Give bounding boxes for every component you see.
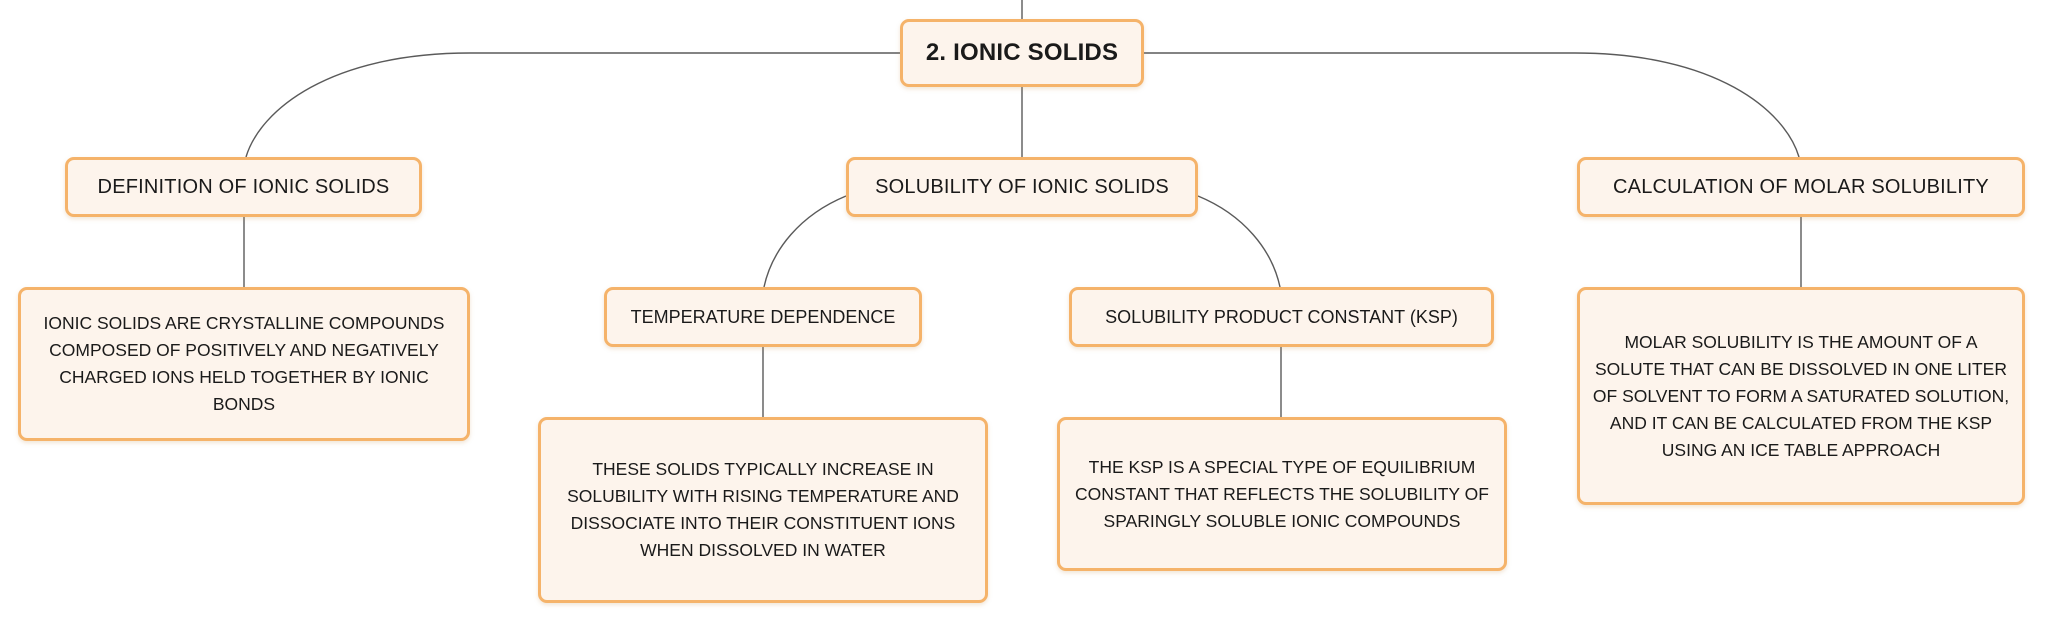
connector-solubility-to-ksp [1197,195,1281,288]
subtopic-temperature-label: TEMPERATURE DEPENDENCE [630,306,896,327]
topic-molar-label: CALCULATION OF MOLAR SOLUBILITY [1613,175,1989,198]
note-temperature-text: THESE SOLIDS TYPICALLY INCREASE IN SOLUB… [567,459,959,560]
note-molar-text: MOLAR SOLUBILITY IS THE AMOUNT OF A SOLU… [1592,331,2010,460]
subtopic-ksp-label: SOLUBILITY PRODUCT CONSTANT (KSP) [1105,306,1458,327]
topic-definition-label: DEFINITION OF IONIC SOLIDS [97,175,390,198]
note-temperature-dependence[interactable]: THESE SOLIDS TYPICALLY INCREASE IN SOLUB… [538,417,988,603]
subtopic-ksp[interactable]: SOLUBILITY PRODUCT CONSTANT (KSP) [1069,287,1494,347]
connector-solubility-to-temperature [763,195,847,288]
subtopic-temperature-dependence[interactable]: TEMPERATURE DEPENDENCE [604,287,922,347]
note-ksp-text: THE KSP IS A SPECIAL TYPE OF EQUILIBRIUM… [1075,456,1489,531]
topic-solubility[interactable]: SOLUBILITY OF IONIC SOLIDS [846,157,1198,217]
topic-solubility-label: SOLUBILITY OF IONIC SOLIDS [875,175,1169,198]
root-title: 2. IONIC SOLIDS [925,39,1119,66]
note-ksp[interactable]: THE KSP IS A SPECIAL TYPE OF EQUILIBRIUM… [1057,417,1507,571]
note-definition[interactable]: IONIC SOLIDS ARE CRYSTALLINE COMPOUNDS C… [18,287,470,441]
topic-definition[interactable]: DEFINITION OF IONIC SOLIDS [65,157,422,217]
note-definition-text: IONIC SOLIDS ARE CRYSTALLINE COMPOUNDS C… [43,313,445,414]
note-molar-solubility[interactable]: MOLAR SOLUBILITY IS THE AMOUNT OF A SOLU… [1577,287,2025,505]
connector-root-to-molar [1144,52,1800,158]
topic-molar-solubility[interactable]: CALCULATION OF MOLAR SOLUBILITY [1577,157,2025,217]
root-node[interactable]: 2. IONIC SOLIDS [900,19,1144,87]
connector-root-to-definition [245,52,900,158]
